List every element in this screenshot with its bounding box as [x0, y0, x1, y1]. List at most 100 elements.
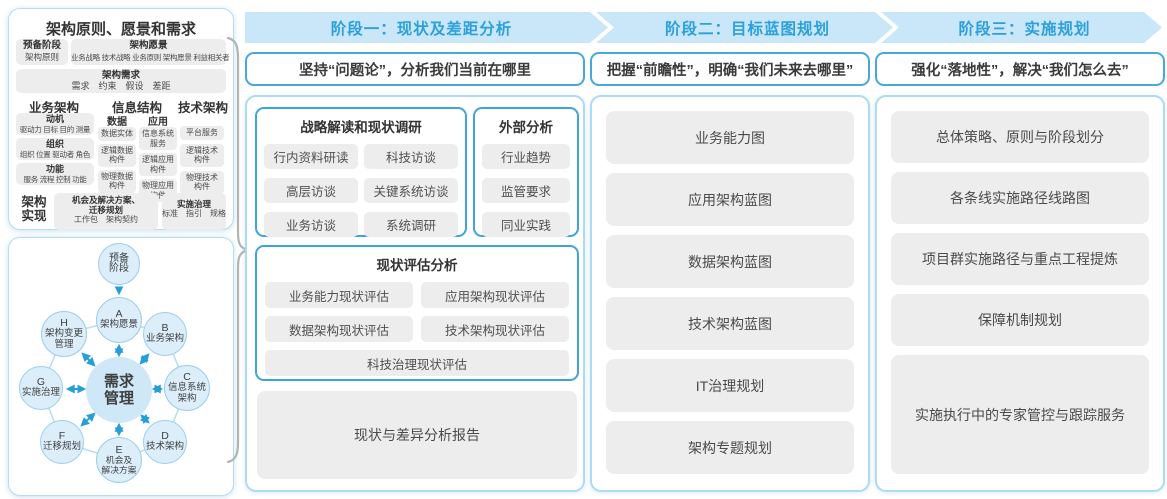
strategy-research-box: 战略解读和现状调研 行内资料研读 科技访谈 高层访谈 关键系统访谈 业务访谈 系… [255, 107, 467, 237]
arrow-center-f [80, 412, 96, 427]
prep-phase-box: 预备阶段 架构原则 [16, 39, 68, 65]
vision-title: 架构愿景 [129, 40, 168, 51]
organization-title: 组织 [45, 139, 64, 149]
strategy-research-grid: 行内资料研读 科技访谈 高层访谈 关键系统访谈 业务访谈 系统调研 [264, 144, 458, 237]
prep-sub: 架构原则 [24, 52, 59, 62]
requirements-title: 架构需求 [101, 70, 140, 81]
adm-node-d: D 技术架构 [143, 420, 187, 464]
prep-title: 预备阶段 [22, 40, 61, 51]
organization-box: 组织 组织 位置 驱动者 角色 [16, 138, 94, 160]
motivation-title: 动机 [45, 114, 64, 124]
information-structure-header: 信息结构 [111, 101, 162, 115]
phase3-item: 保障机制规划 [891, 294, 1149, 346]
data-column: 数据 数据实体 逻辑数据 构件 物理数据 构件 [98, 113, 136, 193]
data-header: 数据 [107, 117, 127, 128]
adm-node-b: B 业务架构 [143, 312, 187, 356]
adm-arrows [65, 286, 164, 437]
motivation-box: 动机 驱动力 目标 目的 测量 [16, 113, 94, 135]
assessment-item: 技术架构现状评估 [421, 316, 569, 342]
phase1-tagline: 坚持“问题论”，分析我们当前在哪里 [245, 52, 585, 86]
application-item: 逻辑应用 构件 [139, 153, 177, 176]
external-item: 同业实践 [482, 212, 570, 237]
function-box: 功能 服务 流程 控制 功能 [16, 163, 94, 185]
architecture-realization-label: 架构 实现 [21, 195, 47, 223]
function-sub: 服务 流程 控制 功能 [23, 174, 87, 184]
assessment-item: 业务能力现状评估 [265, 282, 413, 308]
assessment-item: 数据架构现状评估 [265, 316, 413, 342]
adm-center-requirements-management: 需求 管理 [86, 357, 152, 423]
organization-sub: 组织 位置 驱动者 角色 [19, 149, 91, 159]
function-title: 功能 [45, 164, 64, 174]
phase2-tagline: 把握“前瞻性”，明确“我们未来去哪里” [590, 52, 870, 86]
external-analysis-box: 外部分析 行业趋势 监管要求 同业实践 [473, 107, 579, 237]
technology-item: 逻辑技术 构件 [180, 143, 224, 167]
phase3-item: 总体策略、原则与阶段划分 [891, 111, 1149, 163]
phase3-tagline: 强化“落地性”，解决“我们怎么去” [875, 52, 1165, 86]
vision-sub: 业务战略 技术战略 业务原则 架构愿景 利益相关者 [71, 53, 230, 62]
architecture-framework-panel: 架构原则、愿景和需求 预备阶段 架构原则 架构愿景 业务战略 技术战略 业务原则… [8, 8, 234, 230]
phase2-item: 技术架构蓝图 [606, 297, 854, 350]
data-item: 物理数据 构件 [98, 169, 136, 193]
phase2-content-panel: 业务能力图 应用架构蓝图 数据架构蓝图 技术架构蓝图 IT治理规划 架构专题规划 [590, 95, 870, 492]
application-column: 应用 信息系统 服务 逻辑应用 构件 物理应用 构件 [139, 113, 177, 202]
strategy-item: 科技访谈 [364, 144, 458, 169]
arrow-center-b [139, 353, 150, 365]
phase2-item: 架构专题规划 [606, 421, 854, 474]
business-architecture-header: 业务架构 [28, 101, 79, 115]
implementation-governance-box: 实施治理 标准 指引 规格 [162, 193, 226, 230]
phase2-item: 数据架构蓝图 [606, 235, 854, 288]
strategy-item: 行内资料研读 [264, 144, 358, 169]
data-item: 数据实体 [98, 127, 136, 141]
strategy-item: 系统调研 [364, 212, 458, 237]
adm-node-h: H 架构变更 管理 [41, 311, 87, 357]
application-item: 信息系统 服务 [139, 127, 177, 150]
governance-sub: 标准 指引 规格 [162, 209, 226, 218]
phase1-header-band: 阶段一：现状及差距分析 [245, 12, 608, 43]
adm-node-e: E 机会及 解决方案 [96, 437, 142, 483]
assessment-grid: 业务能力现状评估 应用架构现状评估 数据架构现状评估 技术架构现状评估 科技治理… [265, 282, 569, 376]
phase2-item: 应用架构蓝图 [606, 173, 854, 226]
technical-architecture-header: 技术架构 [177, 101, 228, 115]
technology-item: 物理技术 构件 [180, 170, 224, 194]
phase1-content-panel: 战略解读和现状调研 行内资料研读 科技访谈 高层访谈 关键系统访谈 业务访谈 系… [245, 95, 585, 492]
current-state-assessment-box: 现状评估分析 业务能力现状评估 应用架构现状评估 数据架构现状评估 技术架构现状… [255, 245, 579, 381]
business-architecture-column: 动机 驱动力 目标 目的 测量 组织 组织 位置 驱动者 角色 功能 服务 流程… [16, 113, 94, 185]
motivation-sub: 驱动力 目标 目的 测量 [19, 124, 91, 134]
external-item: 监管要求 [482, 178, 570, 203]
opportunities-migration-box: 机会及解决方案、 迁移规划 工作包 架构契约 [54, 193, 158, 230]
assessment-item: 应用架构现状评估 [421, 282, 569, 308]
architecture-requirements-box: 架构需求 需求 约束 假设 差距 [16, 69, 226, 93]
phase2-item: 业务能力图 [606, 111, 854, 164]
strategy-item: 高层访谈 [264, 178, 358, 203]
external-analysis-grid: 行业趋势 监管要求 同业实践 [482, 144, 570, 237]
phase2-header-band: 阶段二：目标蓝图规划 [596, 12, 893, 43]
opportunities-title: 机会及解决方案、 迁移规划 [71, 195, 140, 215]
requirements-sub: 需求 约束 假设 差距 [71, 81, 171, 91]
technology-item: 平台服务 [180, 126, 224, 140]
phase3-item: 各条线实施路径线路图 [891, 172, 1149, 224]
governance-title: 实施治理 [176, 199, 211, 209]
external-item: 行业趋势 [482, 144, 570, 169]
data-item: 逻辑数据 构件 [98, 143, 136, 167]
opportunities-sub: 工作包 架构契约 [74, 215, 138, 224]
adm-node-a: A 架构愿景 [96, 297, 142, 343]
adm-node-g: G 实施治理 [19, 366, 63, 410]
phase3-item: 项目群实施路径与重点工程提炼 [891, 233, 1149, 285]
external-analysis-title: 外部分析 [499, 120, 553, 135]
technology-column: 平台服务 逻辑技术 构件 物理技术 构件 [180, 113, 224, 194]
strategy-item: 关键系统访谈 [364, 178, 458, 203]
architecture-vision-box: 架构愿景 业务战略 技术战略 业务原则 架构愿景 利益相关者 [71, 39, 230, 65]
arrow-center-h [81, 352, 96, 367]
adm-node-prep: 预备 阶段 [98, 243, 140, 285]
strategy-research-title: 战略解读和现状调研 [300, 120, 422, 135]
phase2-item: IT治理规划 [606, 359, 854, 412]
adm-node-f: F 迁移规划 [40, 420, 84, 464]
phase3-content-panel: 总体策略、原则与阶段划分 各条线实施路径线路图 项目群实施路径与重点工程提炼 保… [875, 95, 1165, 492]
application-header: 应用 [148, 117, 168, 128]
strategy-item: 业务访谈 [264, 212, 358, 237]
framework-title: 架构原则、愿景和需求 [45, 21, 196, 38]
gap-analysis-report-box: 现状与差异分析报告 [257, 391, 577, 479]
phase3-item: 实施执行中的专家管控与跟踪服务 [891, 355, 1149, 474]
assessment-item: 科技治理现状评估 [265, 350, 569, 376]
